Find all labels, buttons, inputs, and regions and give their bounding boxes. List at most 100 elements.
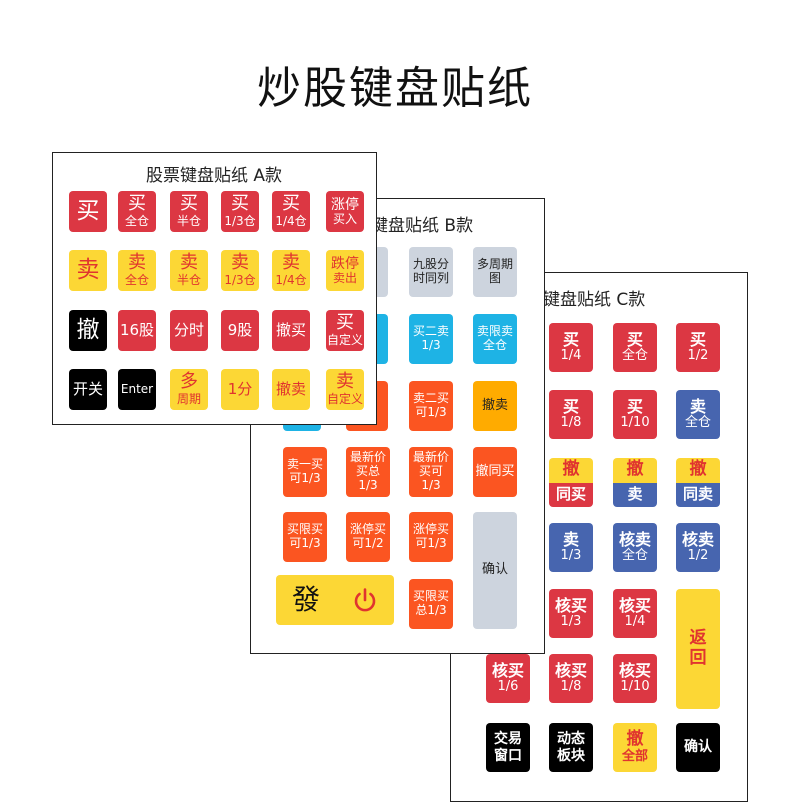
key-label: 多 [180, 371, 198, 393]
key-label: 核买 [554, 595, 587, 615]
key-label: 买 [626, 329, 643, 349]
key-label: 买 [562, 396, 579, 416]
key-label: 1/3 [560, 548, 582, 564]
key-label: 涨停买 [412, 522, 449, 537]
sticker-key: 涨停买入 [326, 191, 364, 232]
key-label: 同卖 [676, 482, 720, 507]
key-label: 核买 [554, 660, 587, 680]
key-label: 卖 [76, 257, 100, 284]
sticker-key: 返回 [676, 589, 720, 709]
key-label: 1/10 [620, 415, 650, 431]
sticker-key: 买 [69, 191, 107, 232]
key-label: 自定义 [326, 391, 363, 406]
key-label: 全仓 [621, 548, 648, 564]
key-label: 核卖 [618, 529, 651, 549]
key-label: 买 [689, 329, 706, 349]
key-label: 窗口 [494, 747, 522, 764]
key-label: 卖一买 [286, 457, 323, 472]
key-label: 1/3 [421, 477, 441, 492]
key-label: 核买 [618, 595, 651, 615]
sticker-key: 多周期 [170, 369, 208, 410]
key-label: 核买 [618, 660, 651, 680]
sticker-key: 1分 [221, 369, 259, 410]
sticker-key: 卖半仓 [170, 250, 208, 291]
key-label: 确认 [684, 739, 712, 756]
key-label: 买二卖 [412, 324, 449, 339]
key-label: 买 [282, 193, 300, 215]
key-label: 交易 [494, 731, 522, 748]
key-label: 1/8 [560, 415, 582, 431]
sticker-key: 撤卖 [473, 381, 517, 431]
sticker-key: 跌停卖出 [326, 250, 364, 291]
key-label: 板块 [557, 747, 585, 764]
sticker-key: 撤同买 [549, 458, 593, 507]
sticker-key: 卖 [69, 250, 107, 291]
key-label: 卖二买 [412, 391, 449, 406]
key-label: 1分 [227, 379, 253, 398]
key-label: 返 [689, 628, 707, 649]
sticker-key: 16股 [118, 310, 156, 351]
key-label: 回 [689, 648, 707, 668]
key-label: 撤 [549, 458, 593, 483]
key-label: 1/4 [624, 614, 646, 630]
key-label: 卖 [231, 252, 249, 274]
key-label: 可1/3 [289, 536, 321, 550]
key-label: 1/3 [560, 614, 582, 630]
sticker-key: 撤同卖 [676, 458, 720, 507]
key-label: 卖 [282, 252, 300, 274]
key-label: 买总 [355, 464, 380, 479]
key-label: 开关 [72, 379, 103, 398]
key-label: 买限买 [412, 589, 449, 604]
sticker-key: 九股分时同列 [409, 247, 453, 297]
sticker-key: 卖限卖全仓 [473, 314, 517, 364]
key-label: 1/3仓 [224, 272, 256, 287]
key-label: 周期 [176, 391, 201, 406]
key-label: 分时 [173, 320, 204, 339]
sticker-key: 交易窗口 [486, 723, 530, 772]
key-label: 动态 [557, 731, 585, 748]
sticker-key: 撤卖 [272, 369, 310, 410]
key-label: 撤卖 [481, 397, 508, 413]
key-label: 1/3 [358, 477, 378, 492]
key-label: 买 [180, 193, 198, 215]
key-label: 买 [76, 198, 100, 225]
key-label: Enter [120, 381, 154, 396]
key-label: 可1/3 [289, 471, 321, 485]
key-label: 全部 [621, 748, 648, 764]
key-label: 1/10 [620, 679, 650, 695]
sticker-key: 9股 [221, 310, 259, 351]
key-label: 时同列 [412, 271, 449, 285]
sticker-key: 卖全仓 [118, 250, 156, 291]
key-label: 卖 [562, 529, 579, 549]
key-label: 卖 [336, 371, 354, 393]
sticker-key: 开关 [69, 369, 107, 410]
sticker-key: 买自定义 [326, 310, 364, 351]
key-label: 1/4 [560, 348, 582, 364]
key-label: 全仓 [124, 272, 149, 287]
key-label: 多周期 [476, 257, 513, 272]
key-label: 买 [626, 396, 643, 416]
key-label: 撤 [76, 317, 100, 344]
sticker-key: 卖二买可1/3 [409, 381, 453, 431]
sticker-key: 分时 [170, 310, 208, 351]
key-label: 卖限卖 [476, 324, 513, 339]
key-label: 图 [488, 271, 501, 285]
key-label: 最新价 [412, 450, 449, 465]
sticker-key: 撤卖 [613, 458, 657, 507]
sticker-key: 核卖全仓 [613, 523, 657, 572]
key-label: 自定义 [326, 332, 363, 347]
